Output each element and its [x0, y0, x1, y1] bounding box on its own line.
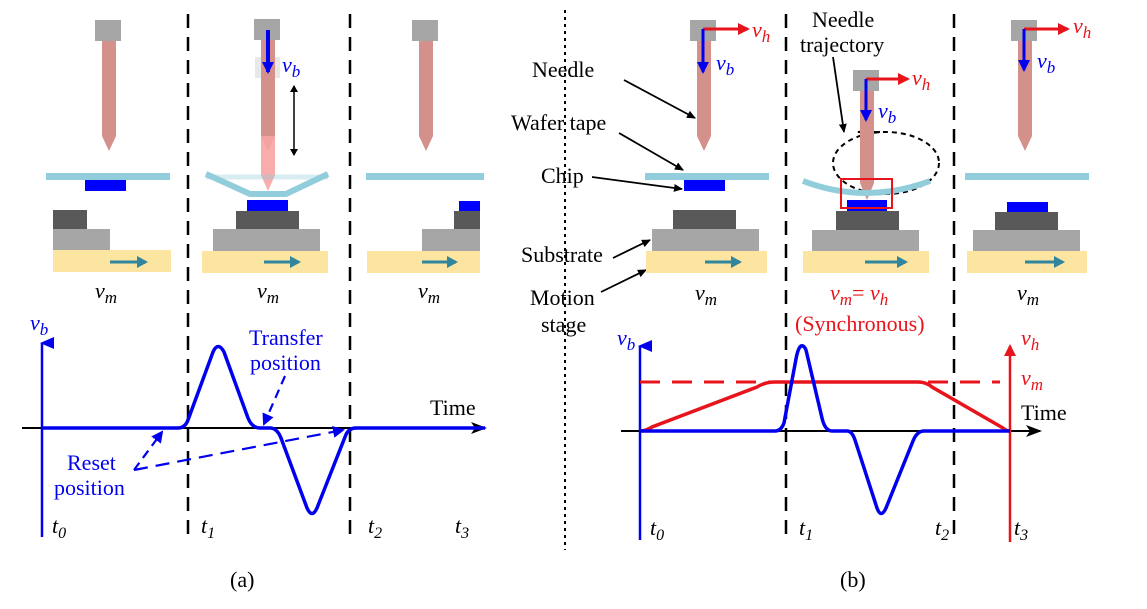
wafer-tape-leader-icon — [618, 132, 684, 171]
transfer-label-2: position — [250, 350, 321, 375]
contact-highlight-box — [840, 178, 893, 209]
svg-text:vm: vm — [95, 278, 117, 307]
svg-text:t0: t0 — [650, 515, 664, 544]
svg-text:t1: t1 — [799, 515, 813, 544]
label-stage: stage — [541, 312, 586, 337]
substrate-dark — [995, 212, 1058, 230]
svg-text:t2: t2 — [368, 513, 382, 542]
substrate-dark — [673, 210, 736, 229]
svg-text:vm: vm — [257, 278, 279, 307]
svg-text:t3: t3 — [1014, 515, 1028, 544]
substrate-dark — [53, 210, 87, 229]
label-needle-trajectory-2: trajectory — [800, 32, 884, 57]
label-motion: Motion — [530, 285, 595, 310]
stage-1-a: vm — [46, 20, 171, 307]
svg-text:t0: t0 — [52, 513, 66, 542]
stage-2-b: Needle trajectory vh vb vm= vh (Synchron… — [795, 7, 940, 336]
stage-3-b: vh vb vm — [965, 13, 1091, 309]
motion-stage-leader-icon — [600, 269, 647, 293]
substrate-light — [213, 229, 320, 251]
svg-text:vb: vb — [1037, 48, 1055, 77]
chip-leader-icon — [591, 176, 683, 192]
needle-holder — [95, 20, 121, 41]
wafer-tape — [965, 173, 1089, 180]
transfer-arrow-icon — [262, 375, 287, 426]
wafer-tape-bent — [801, 178, 932, 196]
x-axis-label: Time — [1021, 400, 1067, 425]
substrate-light — [973, 230, 1080, 251]
label-synchronous: (Synchronous) — [795, 311, 925, 336]
wafer-tape — [46, 173, 170, 180]
vb-curve-b — [640, 344, 1010, 516]
svg-text:t3: t3 — [455, 513, 469, 542]
trajectory-leader-icon — [832, 56, 847, 133]
vh-curve — [639, 380, 1011, 433]
stage-2-a: vb vm — [202, 19, 330, 307]
svg-text:vm: vm — [418, 278, 440, 307]
stage-3-a: vm — [366, 20, 484, 307]
svg-text:vh: vh — [1073, 13, 1091, 42]
svg-text:vh: vh — [912, 65, 930, 94]
svg-text:t2: t2 — [935, 515, 949, 544]
svg-text:vb: vb — [30, 310, 48, 339]
svg-text:vm: vm — [1017, 280, 1039, 309]
svg-text:t1: t1 — [201, 513, 215, 542]
svg-text:vh: vh — [752, 17, 770, 46]
label-wafer-tape: Wafer tape — [511, 110, 606, 135]
caption-b: (b) — [840, 567, 866, 592]
substrate-light — [53, 229, 110, 250]
chip — [847, 200, 887, 211]
label-substrate: Substrate — [521, 242, 603, 267]
transfer-label-1: Transfer — [249, 325, 323, 350]
reset-arrow-1-icon — [133, 430, 164, 471]
svg-text:vb: vb — [878, 98, 896, 127]
chip — [459, 201, 480, 211]
stage-1-b: vh vb vm — [645, 17, 770, 309]
substrate-dark — [836, 211, 899, 230]
needle-holder — [254, 19, 280, 40]
substrate-light — [422, 229, 480, 251]
svg-text:vm= vh: vm= vh — [830, 280, 888, 309]
x-axis-label: Time — [430, 395, 476, 420]
reset-arrow-2-icon — [133, 425, 345, 472]
substrate-light — [652, 229, 759, 251]
chip — [684, 180, 725, 191]
label-needle-trajectory-1: Needle — [812, 7, 874, 32]
wafer-tape — [366, 173, 484, 180]
panel-a: vm vb vm — [22, 14, 487, 592]
needle-leader-icon — [623, 79, 696, 119]
svg-text:vb: vb — [282, 52, 300, 81]
substrate-dark — [236, 211, 299, 229]
wafer-tape-stretched — [204, 171, 330, 197]
needle-holder — [412, 20, 438, 41]
panel-b: Needle Wafer tape Chip Substrate Motion … — [511, 7, 1091, 592]
chip — [1007, 202, 1048, 212]
needle-extended — [261, 136, 275, 191]
svg-text:vh: vh — [1021, 325, 1039, 354]
needle — [102, 41, 116, 151]
substrate-dark — [454, 211, 480, 229]
svg-text:vb: vb — [617, 325, 635, 354]
reset-label-1: Reset — [67, 450, 116, 475]
chart-b: vb vh vm Time t0 t1 t2 t3 — [617, 325, 1067, 544]
reset-label-2: position — [54, 475, 125, 500]
vb-curve-a — [42, 344, 485, 516]
svg-text:vm: vm — [695, 280, 717, 309]
label-chip: Chip — [541, 163, 584, 188]
svg-text:vb: vb — [716, 50, 734, 79]
chip — [85, 180, 126, 191]
substrate-light — [812, 230, 919, 251]
chart-a: vb Time Transfer position Reset position… — [22, 310, 487, 542]
chip — [247, 200, 288, 211]
needle — [419, 41, 433, 151]
svg-text:vm: vm — [1021, 365, 1043, 394]
caption-a: (a) — [230, 567, 254, 592]
label-needle: Needle — [532, 57, 594, 82]
wafer-tape — [645, 173, 769, 180]
substrate-leader-icon — [612, 239, 651, 259]
